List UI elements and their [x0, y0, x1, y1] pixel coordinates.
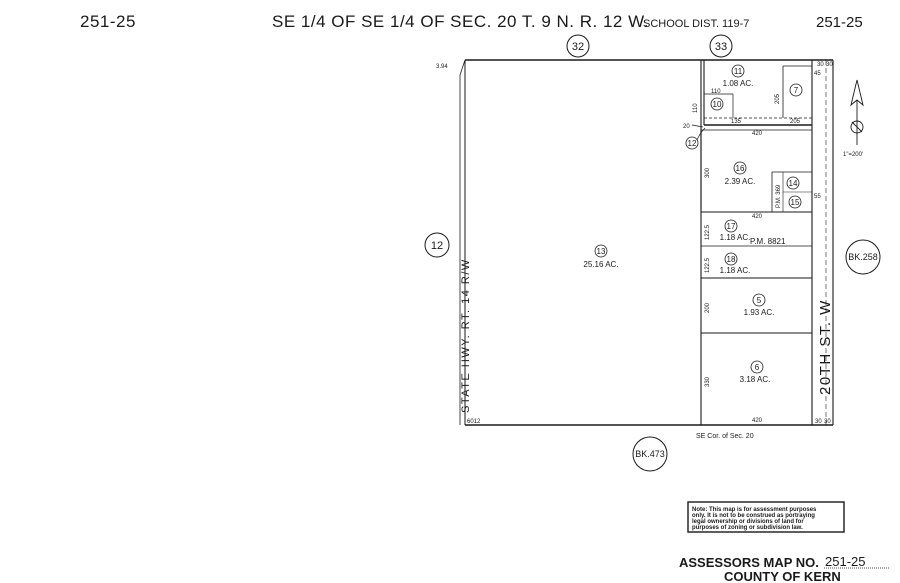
svg-text:1.08 AC.: 1.08 AC. — [723, 79, 754, 88]
page-ref-bk258[interactable]: BK.258 — [845, 239, 881, 275]
dim-420b: 420 — [752, 214, 763, 220]
school-district: SCHOOL DIST. 119-7 — [643, 18, 749, 30]
dim-30c: 30 — [815, 419, 822, 425]
dim-30a: 30 — [817, 62, 824, 68]
dim-330: 330 — [705, 376, 711, 387]
left-map-number: 251-25 — [80, 12, 136, 31]
dim-30b: 30 — [826, 62, 833, 68]
svg-text:16: 16 — [736, 164, 745, 173]
svg-text:33: 33 — [715, 41, 727, 53]
assessors-map-number: 251-25 — [825, 554, 865, 569]
svg-text:BK.258: BK.258 — [848, 252, 878, 262]
svg-text:1.93 AC.: 1.93 AC. — [744, 308, 775, 317]
right-map-number: 251-25 — [816, 14, 863, 31]
svg-text:25.16 AC.: 25.16 AC. — [583, 260, 618, 269]
dim-110a: 110 — [711, 89, 721, 95]
map-title: SE 1/4 OF SE 1/4 OF SEC. 20 T. 9 N. R. 1… — [272, 12, 649, 31]
dim-420a: 420 — [752, 131, 763, 137]
parcel-12[interactable]: 12 — [685, 136, 699, 150]
highway-label: STATE HWY. RT. 14 R/W — [460, 258, 472, 413]
assessors-map-label: ASSESSORS MAP NO. — [679, 555, 819, 570]
svg-text:5: 5 — [757, 296, 762, 305]
dim-45: 45 — [814, 71, 821, 77]
parcel-11[interactable]: 11 1.08 AC. — [723, 64, 754, 88]
svg-text:14: 14 — [789, 179, 798, 188]
dim-30d: 30 — [824, 419, 831, 425]
dim-300: 300 — [705, 167, 711, 178]
parcel-16[interactable]: 16 2.39 AC. — [725, 161, 756, 186]
svg-text:BK.473: BK.473 — [635, 449, 665, 459]
page-ref-32[interactable]: 32 — [566, 34, 590, 58]
parcel-10[interactable]: 10 — [710, 97, 724, 111]
svg-text:legal ownership or divisions o: legal ownership or divisions of land for — [692, 519, 804, 525]
parcel-13[interactable]: 13 25.16 AC. — [583, 244, 619, 269]
parcel-6[interactable]: 6 3.18 AC. — [740, 360, 771, 384]
parcel-14[interactable]: 14 — [786, 176, 800, 190]
svg-text:purposes of zoning or subdivis: purposes of zoning or subdivision law. — [692, 525, 803, 531]
svg-text:18: 18 — [727, 255, 736, 264]
parcel-17[interactable]: 17 1.18 AC. — [720, 219, 751, 242]
svg-text:11: 11 — [734, 67, 743, 76]
svg-text:12: 12 — [431, 240, 443, 252]
svg-text:10: 10 — [713, 100, 722, 109]
svg-text:1.18 AC.: 1.18 AC. — [720, 233, 751, 242]
svg-text:7: 7 — [794, 86, 799, 95]
street-label: 20TH ST. W — [817, 299, 834, 395]
svg-text:2.39 AC.: 2.39 AC. — [725, 177, 756, 186]
dim-205a: 205 — [790, 119, 801, 125]
svg-text:1.18 AC.: 1.18 AC. — [720, 266, 751, 275]
dim-20: 20 — [683, 124, 690, 130]
svg-text:only. It is not to be construe: only. It is not to be construed as portr… — [692, 513, 815, 519]
parcel-18[interactable]: 18 1.18 AC. — [720, 252, 751, 275]
pm-369: P.M. 369 — [776, 184, 782, 208]
svg-text:6: 6 — [755, 363, 760, 372]
dim-420c: 420 — [752, 418, 763, 424]
page-ref-bk473[interactable]: BK.473 — [632, 436, 668, 472]
parcel-7[interactable]: 12 7 — [789, 83, 803, 97]
svg-text:13: 13 — [597, 247, 606, 256]
parcel-12-leader — [691, 124, 706, 141]
dim-6012: 6012 — [467, 419, 481, 425]
parcel-lines — [700, 60, 812, 425]
county-label: COUNTY OF KERN — [724, 569, 841, 583]
svg-text:32: 32 — [572, 41, 584, 53]
parcel-15[interactable]: 15 — [788, 195, 802, 209]
dim-205b: 205 — [775, 93, 781, 104]
dim-110b: 110 — [693, 103, 699, 113]
page-ref-33[interactable]: 33 — [709, 34, 733, 58]
svg-text:3.18 AC.: 3.18 AC. — [740, 375, 771, 384]
svg-text:12: 12 — [688, 139, 697, 148]
pm-8821: P.M. 8821 — [750, 237, 786, 246]
north-arrow-icon — [850, 79, 864, 145]
page-ref-12[interactable]: 12 — [424, 232, 450, 258]
dim-200: 200 — [705, 302, 711, 313]
dim-1225a: 122.5 — [705, 224, 711, 240]
svg-text:15: 15 — [791, 198, 800, 207]
dim-135: 135 — [731, 119, 742, 125]
svg-text:17: 17 — [727, 222, 736, 231]
dim-394: 3.94 — [436, 64, 448, 70]
disclaimer-note: Note: This map is for assessment purpose… — [687, 501, 845, 533]
parcel-5[interactable]: 5 1.93 AC. — [744, 293, 775, 317]
scale-label: 1"=200' — [843, 152, 863, 158]
section-boundary — [459, 59, 834, 426]
dim-1225b: 122.5 — [705, 257, 711, 273]
dim-55: 55 — [814, 194, 821, 200]
svg-text:Note: This map is for assessme: Note: This map is for assessment purpose… — [692, 507, 817, 513]
se-corner-label: SE Cor. of Sec. 20 — [696, 433, 754, 440]
